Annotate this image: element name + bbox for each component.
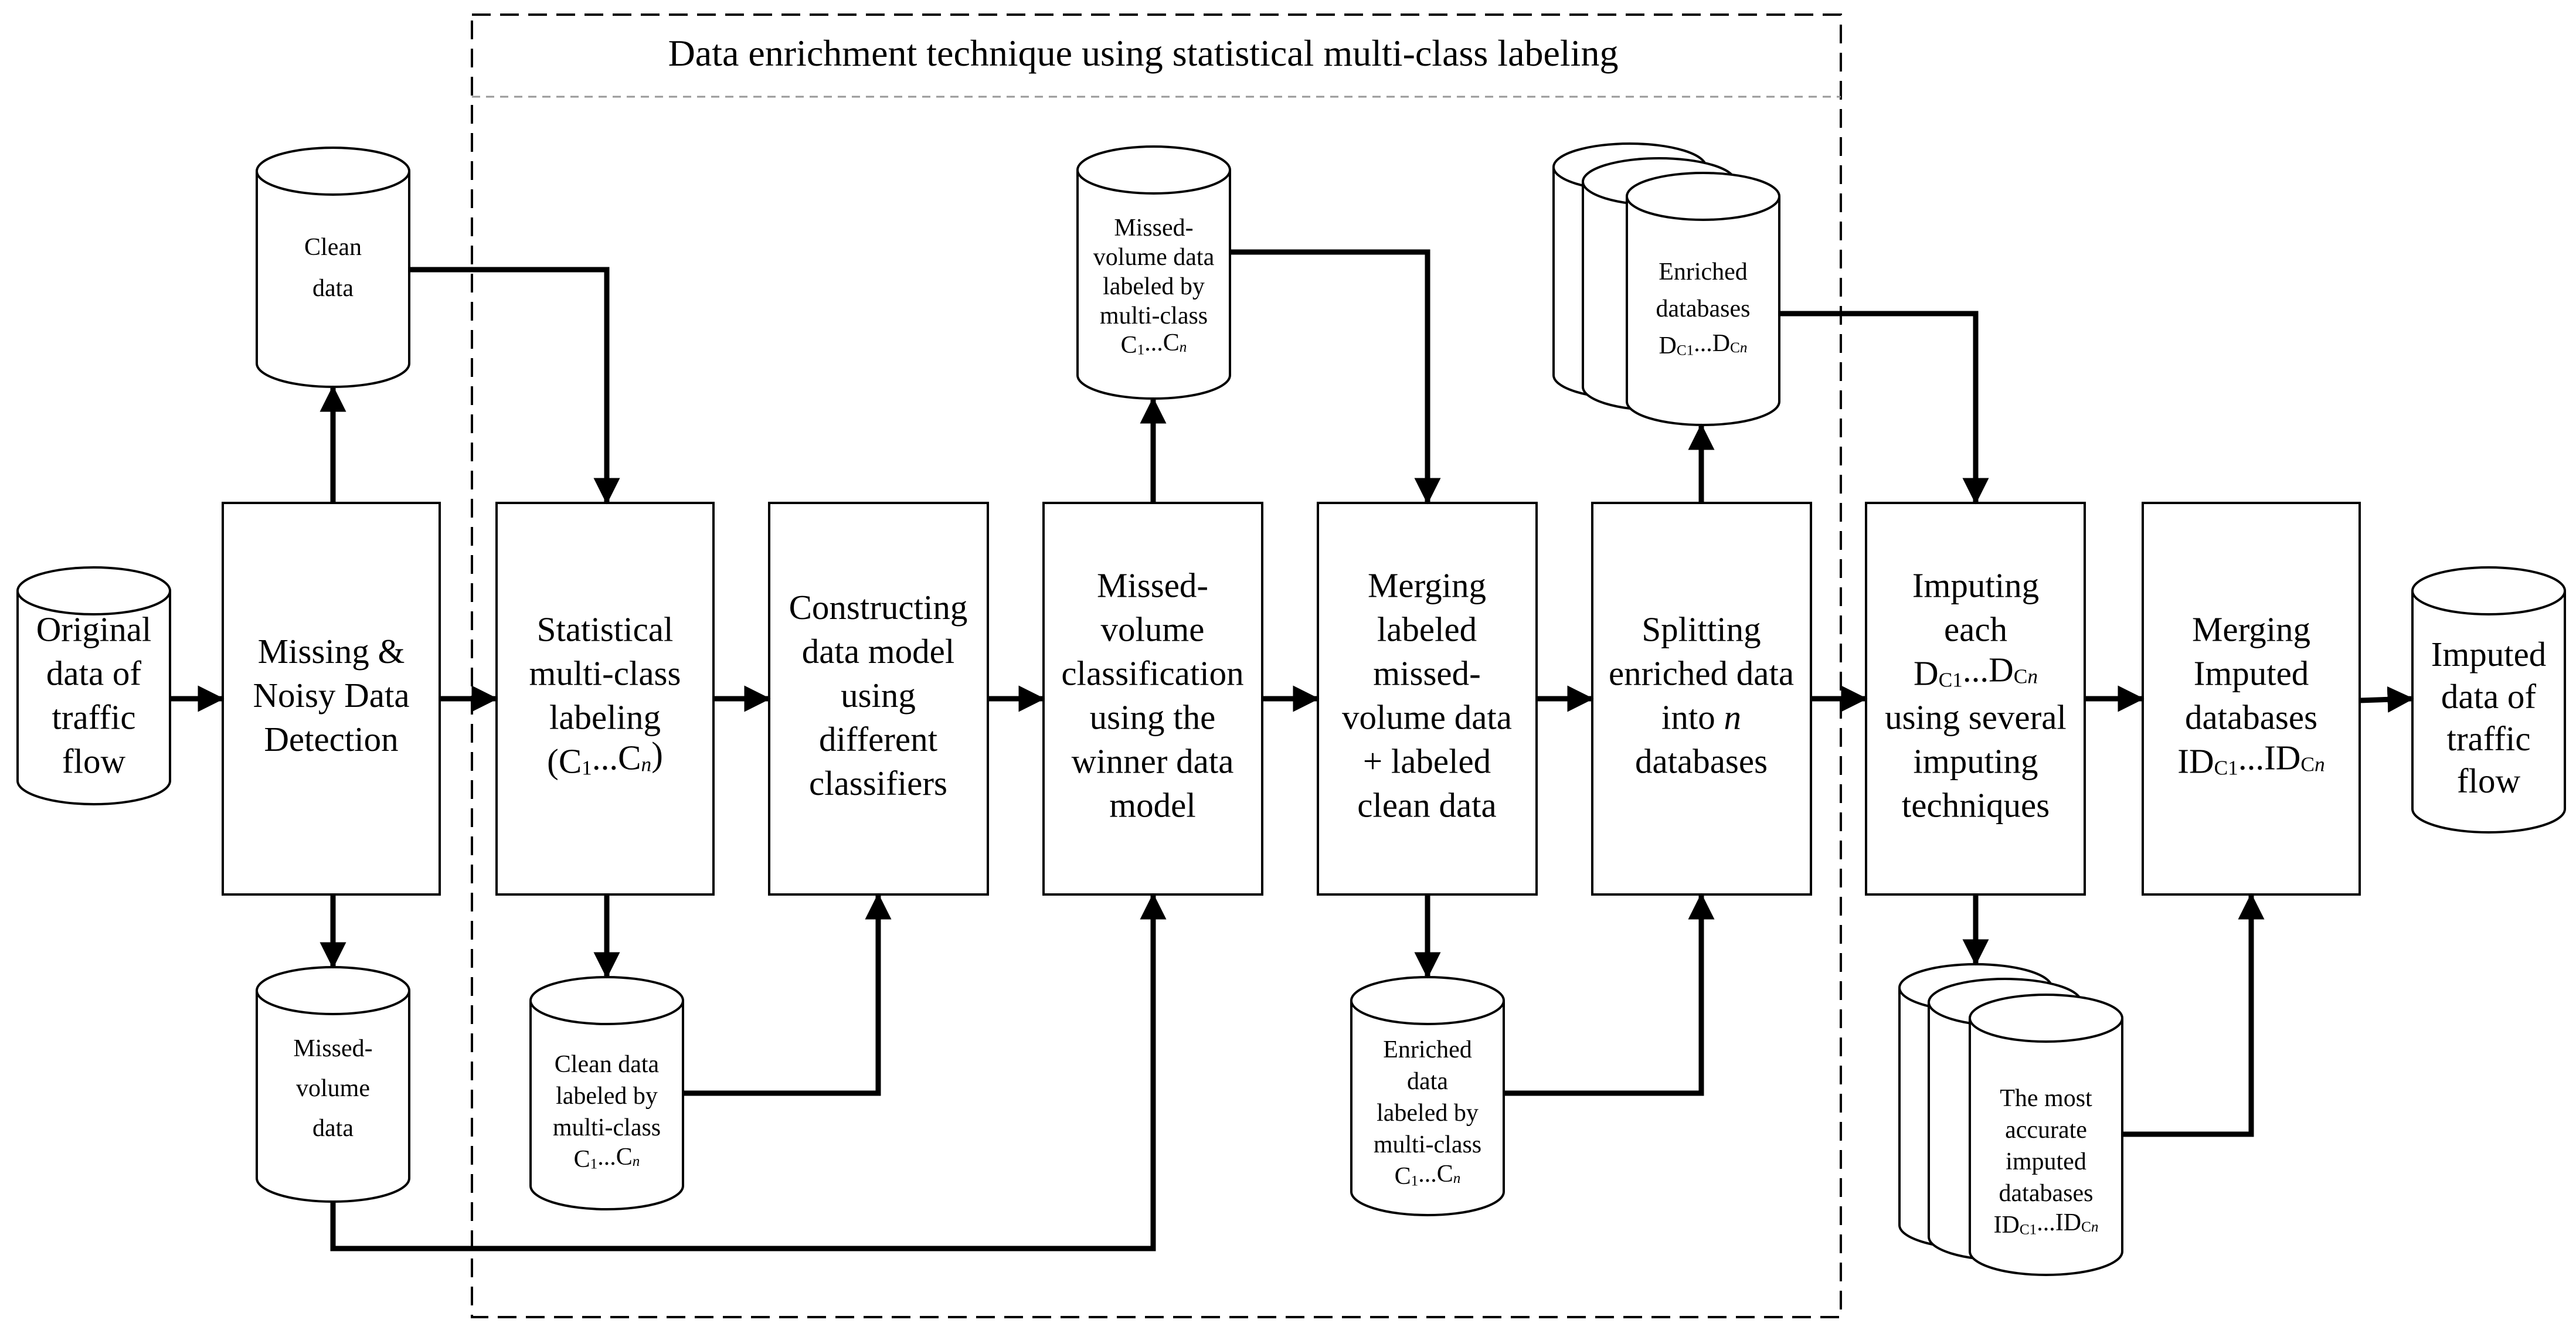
cylinders-enriched-databases-line-0: Enriched <box>1659 258 1748 285</box>
cylinders-missed-labeled-line-4: C1​...Cn​ <box>1121 329 1187 358</box>
cylinders-original-line-1: data of <box>46 654 142 692</box>
cylinders-clean-labeled-line-3: C1​...Cn​ <box>574 1143 640 1172</box>
boxes-merging-labeled-line-2: missed- <box>1373 654 1481 692</box>
boxes-classification-line-4: winner data <box>1072 741 1234 780</box>
cylinders-missed-labeled-line-2: labeled by <box>1103 273 1205 300</box>
boxes-merging-imputed-line-3: IDC1​...IDCn​ <box>2177 738 2324 780</box>
boxes-classification-line-0: Missed- <box>1097 566 1208 604</box>
cylinders-most-accurate-line-0: The most <box>2000 1085 2092 1112</box>
cylinders-clean-line-1: data <box>312 275 354 302</box>
cylinders-most-accurate-line-2: imputed <box>2006 1148 2086 1175</box>
boxes-constructing-line-0: Constructing <box>789 588 968 627</box>
boxes-merging-labeled-line-4: + labeled <box>1363 741 1491 780</box>
boxes-detection-line-1: Noisy Data <box>253 676 409 715</box>
original-data-cylinder <box>16 591 171 805</box>
cylinders-clean-labeled-line-2: multi-class <box>553 1114 661 1141</box>
boxes-classification-line-5: model <box>1109 785 1195 824</box>
boxes-detection-line-0: Missing & <box>258 632 405 671</box>
cylinders-imputed-line-0: Imputed <box>2431 635 2547 673</box>
enrichment-region: Data enrichment technique using statisti… <box>471 13 1842 1318</box>
cylinders-enriched-labeled-line-3: multi-class <box>1374 1131 1481 1158</box>
connectors <box>170 249 2414 1251</box>
boxes-constructing-line-2: using <box>841 676 916 715</box>
classification-box <box>1042 502 1263 896</box>
boxes-splitting-line-0: Splitting <box>1642 610 1761 648</box>
merging-labeled-box <box>1317 502 1538 896</box>
boxes-labeling-line-0: Statistical <box>537 610 674 648</box>
boxes-imputing-line-0: Imputing <box>1912 566 2039 604</box>
cylinders-clean-labeled-line-0: Clean data <box>555 1051 660 1078</box>
cylinders-original-line-2: traffic <box>52 698 135 736</box>
boxes-imputing-line-5: techniques <box>1902 785 2050 824</box>
cylinders-enriched-labeled-line-0: Enriched <box>1383 1036 1472 1063</box>
cylinders-imputed-line-3: flow <box>2457 761 2521 800</box>
boxes-classification-line-2: classification <box>1061 654 1243 692</box>
boxes-labeling-line-3: (C1​...Cn​) <box>547 734 663 780</box>
boxes-merging-imputed-line-2: databases <box>2185 698 2317 736</box>
cylinders-missed-volume-line-1: volume <box>296 1075 370 1102</box>
cylinders-imputed-line-1: data of <box>2441 677 2537 716</box>
splitting-box <box>1591 502 1812 896</box>
boxes-constructing-line-4: classifiers <box>809 764 947 802</box>
labeling-box <box>495 502 715 896</box>
boxes-imputing-line-4: imputing <box>1913 741 2038 780</box>
boxes-merging-labeled-line-1: labeled <box>1377 610 1477 648</box>
cylinders-clean-line-0: Clean <box>304 234 362 261</box>
imputed-data-cylinder <box>2411 591 2566 834</box>
boxes-merging-imputed-line-1: Imputed <box>2194 654 2309 692</box>
cylinders-imputed-line-2: traffic <box>2446 719 2530 758</box>
cylinders-enriched-labeled-line-1: data <box>1407 1068 1448 1095</box>
cylinders-missed-volume-line-2: data <box>312 1115 354 1142</box>
boxes-classification-line-3: using the <box>1090 698 1216 736</box>
boxes-merging-imputed-line-0: Merging <box>2192 610 2310 648</box>
cylinders-missed-labeled-line-0: Missed- <box>1114 215 1193 241</box>
cylinders-original-line-3: flow <box>62 741 126 780</box>
boxes-imputing-line-1: each <box>1944 610 2007 648</box>
boxes-imputing-line-2: DC1​...DCn​ <box>1914 650 2038 692</box>
boxes-constructing-line-1: data model <box>802 632 955 671</box>
cylinders-most-accurate-line-3: databases <box>1999 1180 2094 1207</box>
cylinders-most-accurate-line-1: accurate <box>2005 1117 2087 1144</box>
cylinders-enriched-labeled-line-4: C1​...Cn​ <box>1395 1160 1461 1189</box>
imputing-box <box>1865 502 2086 896</box>
boxes-constructing-line-3: different <box>819 720 938 758</box>
boxes-labeling-line-1: multi-class <box>529 654 681 692</box>
cylinders-most-accurate-line-4: IDC1​...IDCn​ <box>1994 1209 2099 1238</box>
boxes-imputing-line-3: using several <box>1885 698 2067 736</box>
cylinders-clean-labeled-line-1: labeled by <box>556 1083 658 1110</box>
most-accurate-stack <box>1898 963 2123 1276</box>
boxes-labeling-line-2: labeling <box>549 698 661 736</box>
missed-volume-cylinder <box>256 991 410 1203</box>
enriched-labeled-cylinder <box>1350 1001 1505 1216</box>
boxes-classification-line-1: volume <box>1101 610 1205 648</box>
boxes-merging-labeled-line-0: Merging <box>1368 566 1486 604</box>
boxes-detection-line-2: Detection <box>264 720 398 758</box>
boxes-merging-labeled-line-3: volume data <box>1342 698 1512 736</box>
cylinders-missed-labeled-line-3: multi-class <box>1100 302 1208 329</box>
merging-imputed-box <box>2142 502 2361 896</box>
cylinders-enriched-databases-line-1: databases <box>1656 295 1751 322</box>
clean-labeled-cylinder <box>529 1001 684 1210</box>
cylinders-missed-labeled-line-1: volume data <box>1093 244 1215 271</box>
constructing-box <box>768 502 989 896</box>
boxes-splitting-line-1: enriched data <box>1609 654 1794 692</box>
enriched-databases-stack <box>1552 142 1780 426</box>
region-title: Data enrichment technique using statisti… <box>668 32 1619 74</box>
boxes-merging-labeled-line-5: clean data <box>1357 785 1496 824</box>
boxes-splitting-line-3: databases <box>1635 741 1768 780</box>
cylinders-missed-volume-line-0: Missed- <box>293 1035 372 1062</box>
cylinders-enriched-labeled-line-2: labeled by <box>1377 1100 1479 1127</box>
boxes-splitting-line-2: into n <box>1661 698 1741 736</box>
cylinders-original-line-0: Original <box>36 610 152 648</box>
cylinders-enriched-databases-line-2: DC1​...DCn​ <box>1659 329 1748 359</box>
